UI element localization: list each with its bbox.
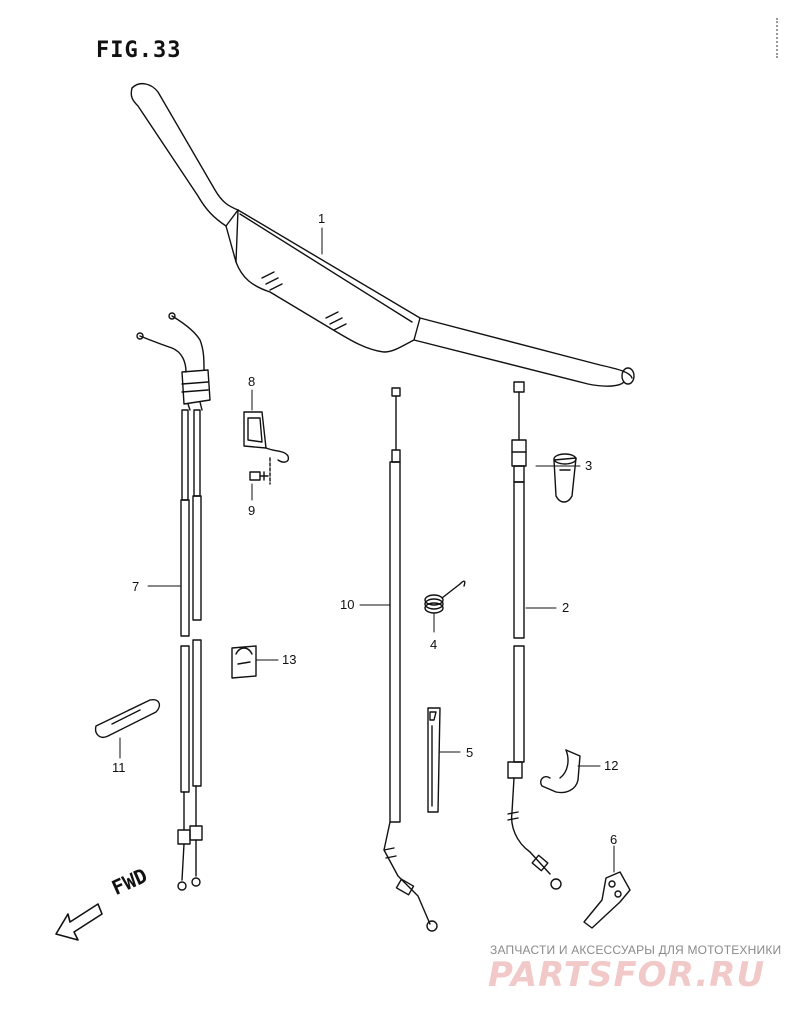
callout-4: 4 xyxy=(430,637,438,652)
grip-sleeve-part xyxy=(553,453,577,503)
callout-5: 5 xyxy=(466,745,474,760)
cable-2-part xyxy=(507,381,562,890)
clamp-13-part xyxy=(231,645,257,679)
callout-1: 1 xyxy=(318,211,326,226)
callout-6: 6 xyxy=(610,832,618,847)
cable-tie-part xyxy=(427,707,441,813)
throttle-cable-part xyxy=(136,312,211,891)
watermark-subtitle: ЗАПЧАСТИ И АКСЕССУАРЫ ДЛЯ МОТОТЕХНИКИ xyxy=(490,943,782,957)
callout-10: 10 xyxy=(340,597,355,612)
callout-11: 11 xyxy=(112,760,126,775)
screw-part xyxy=(249,457,271,485)
callout-8: 8 xyxy=(248,374,256,389)
callout-12: 12 xyxy=(604,758,619,773)
holder-12-part xyxy=(540,749,581,794)
callout-3: 3 xyxy=(585,458,593,473)
forward-arrow xyxy=(55,903,103,941)
callout-7: 7 xyxy=(132,579,140,594)
cable-guide-part xyxy=(243,411,290,463)
spring-part xyxy=(424,580,466,614)
callout-13: 13 xyxy=(282,652,297,667)
cable-10-part xyxy=(383,387,438,932)
figure-title: FIG.33 xyxy=(96,38,182,63)
corner-mark xyxy=(776,18,782,58)
leader-lines xyxy=(119,227,615,873)
callout-9: 9 xyxy=(248,503,256,518)
callout-2: 2 xyxy=(562,600,570,615)
bracket-11-part xyxy=(94,698,161,738)
handlebar-part xyxy=(130,82,635,387)
watermark-logo: PARTSFOR.RU xyxy=(488,955,766,995)
stay-6-part xyxy=(583,871,631,929)
